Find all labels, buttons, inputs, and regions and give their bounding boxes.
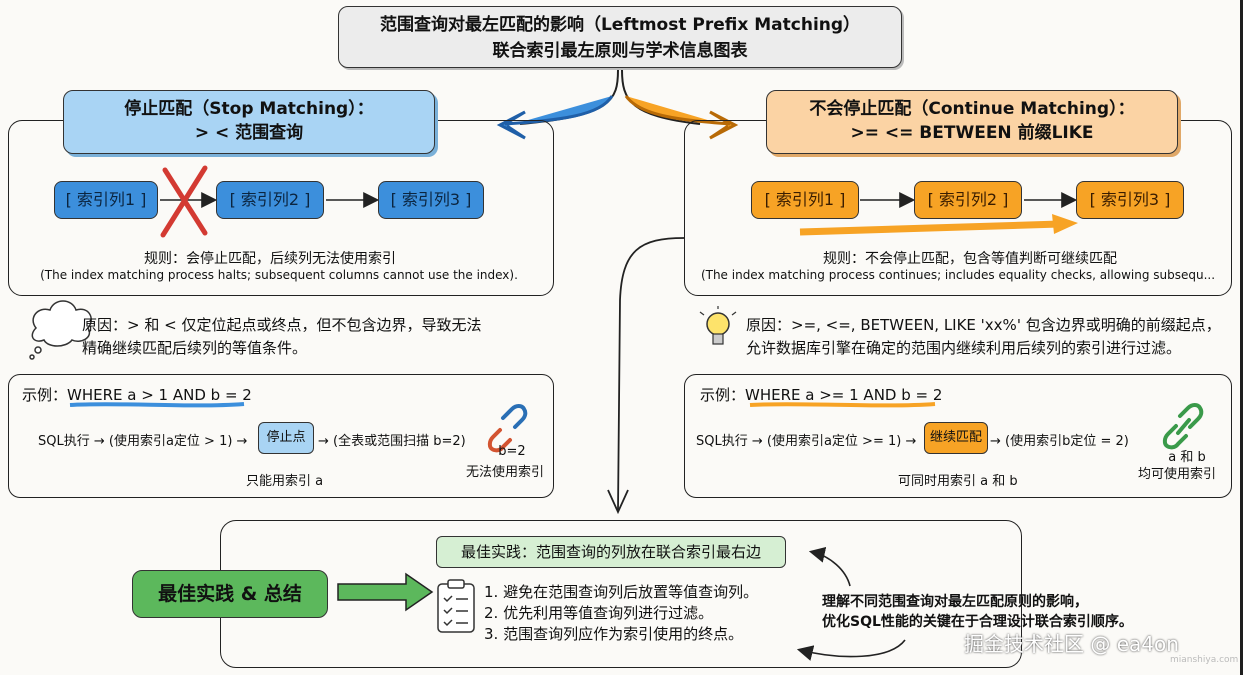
stop-b-note-2: 无法使用索引	[466, 465, 545, 480]
stop-point-badge: 停止点	[258, 422, 314, 454]
continue-flow-b: → (使用索引b定位 = 2)	[990, 434, 1129, 449]
stop-matching-header: 停止匹配（Stop Matching）： > < 范围查询	[63, 90, 435, 154]
continue-header-line1: 不会停止匹配（Continue Matching）：	[809, 99, 1135, 119]
stop-header-line2: > < 范围查询	[194, 123, 304, 143]
best-practice-title: 最佳实践：范围查询的列放在联合索引最右边	[436, 536, 786, 568]
blue-branch-arrow	[496, 95, 614, 140]
checklist-icon	[437, 579, 475, 633]
continue-badge: 继续匹配	[924, 422, 988, 454]
lightbulb-icon	[699, 306, 737, 345]
left-index-column-1: [ 索引列1 ]	[54, 181, 158, 219]
stop-reason-line1: 原因：> 和 < 仅定位起点或终点，但不包含边界，导致无法	[82, 316, 482, 334]
summary-box: 最佳实践 & 总结	[132, 570, 328, 618]
stop-rule-en: (The index matching process halts; subse…	[40, 268, 518, 282]
summary-arrow	[337, 572, 434, 612]
title-line2: 联合索引最左原则与学术信息图表	[492, 41, 748, 61]
continue-arrow	[799, 220, 1061, 236]
page-title: 范围查询对最左匹配的影响（Leftmost Prefix Matching） 联…	[338, 6, 902, 68]
stop-example-label: 示例：WHERE a > 1 AND b = 2	[22, 386, 252, 404]
stop-only-a: 只能用索引 a	[246, 474, 324, 489]
continue-reason: 原因：>=, <=, BETWEEN, LIKE 'xx%' 包含边界或明确的前…	[746, 314, 1232, 360]
continue-flow-a: SQL执行 → (使用索引a定位 >= 1) →	[696, 434, 917, 449]
summary-note: 理解不同范围查询对最左匹配原则的影响， 优化SQL性能的关键在于合理设计联合索引…	[822, 592, 1222, 632]
stop-flow-b: → (全表或范围扫描 b=2)	[318, 434, 466, 449]
continue-rule-cn: 规则：不会停止匹配，包含等值判断可继续匹配	[823, 251, 1117, 267]
stop-header-line1: 停止匹配（Stop Matching）：	[124, 99, 374, 119]
continue-ab-note-1: a 和 b	[1168, 450, 1206, 465]
stop-cross-icon	[160, 165, 208, 238]
left-index-column-2: [ 索引列2 ]	[216, 181, 324, 219]
stop-reason: 原因：> 和 < 仅定位起点或终点，但不包含边界，导致无法 精确继续匹配后续列的…	[82, 314, 542, 360]
note-line2: 优化SQL性能的关键在于合理设计联合索引顺序。	[822, 614, 1133, 630]
left-index-column-3: [ 索引列3 ]	[378, 181, 484, 219]
step-item: 1. 避免在范围查询列后放置等值查询列。	[484, 583, 759, 601]
stop-flow-a: SQL执行 → (使用索引a定位 > 1) →	[38, 434, 248, 449]
best-practice-steps: 1. 避免在范围查询列后放置等值查询列。 2. 优先利用等值查询列进行过滤。 3…	[484, 582, 758, 645]
continue-header-line2: >= <= BETWEEN 前缀LIKE	[850, 123, 1094, 143]
continue-example-panel	[684, 374, 1232, 498]
orange-branch-arrow	[624, 95, 739, 140]
thought-cloud-icon	[29, 300, 92, 360]
broken-link-icon	[487, 404, 528, 453]
watermark-sub: mianshiya.com	[1170, 655, 1239, 665]
stop-reason-line2: 精确继续匹配后续列的等值条件。	[82, 339, 308, 357]
continue-example-label: 示例：WHERE a >= 1 AND b = 2	[700, 386, 943, 404]
right-index-column-3: [ 索引列3 ]	[1076, 181, 1184, 219]
link-icon	[1162, 403, 1204, 450]
step-item: 2. 优先利用等值查询列进行过滤。	[484, 604, 714, 622]
continue-both: 可同时用索引 a 和 b	[898, 474, 1018, 489]
continue-reason-line1: 原因：>=, <=, BETWEEN, LIKE 'xx%' 包含边界或明确的前…	[746, 316, 1221, 334]
continue-rule-en: (The index matching process continues; i…	[700, 268, 1216, 282]
right-index-column-1: [ 索引列1 ]	[751, 181, 859, 219]
continue-ab-note-2: 均可使用索引	[1138, 467, 1217, 482]
stop-rule-cn: 规则：会停止匹配，后续列无法使用索引	[144, 251, 396, 267]
watermark: 掘金技术社区 @ ea4on	[964, 632, 1179, 656]
stop-b-note-1: b=2	[498, 444, 526, 459]
continue-matching-header: 不会停止匹配（Continue Matching）： >= <= BETWEEN…	[766, 90, 1178, 154]
right-index-column-2: [ 索引列2 ]	[914, 181, 1022, 219]
step-item: 3. 范围查询列应作为索引使用的终点。	[484, 625, 744, 643]
stop-example-panel	[8, 374, 554, 498]
continue-reason-line2: 允许数据库引擎在确定的范围内继续利用后续列的索引进行过滤。	[746, 339, 1182, 357]
title-line1: 范围查询对最左匹配的影响（Leftmost Prefix Matching）	[379, 15, 861, 35]
note-line1: 理解不同范围查询对最左匹配原则的影响，	[822, 594, 1088, 610]
